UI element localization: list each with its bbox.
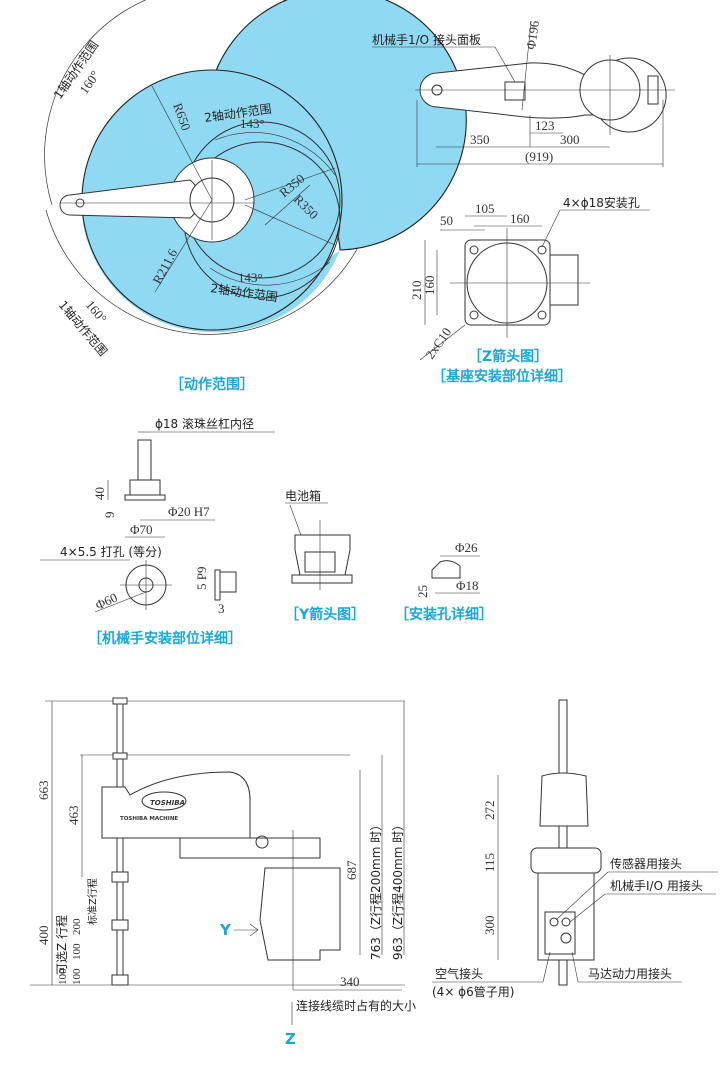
counterbore-label: Φ26	[455, 540, 478, 555]
cable-clearance-note: 连接线缆时占有的大小	[296, 998, 416, 1013]
dim-115: 115	[482, 853, 497, 872]
ball-screw	[116, 699, 124, 986]
caption-base-detail: ［基座安装部位详细］	[432, 368, 572, 385]
mount-holes-label: 4×ϕ18安装孔	[563, 195, 640, 210]
caption-hole-detail: ［安装孔详细］	[395, 606, 493, 623]
tapped-holes-label: 4×5.5 打孔 (等分)	[60, 545, 162, 559]
base-detail-drawing: 4×ϕ18安装孔 105 160 50 210 160 2xC10 ［Z箭头图］…	[409, 195, 650, 385]
dim-687: 687	[344, 860, 359, 880]
front-ball-screw	[558, 699, 568, 986]
ball-screw-label: ϕ18 滚珠丝杠内径	[155, 416, 254, 431]
dim-400: 400	[36, 926, 51, 946]
arm-side	[101, 771, 251, 839]
side-view-drawing: TOSHIBA TOSHIBA MACHINE 663 463 400 可选Z …	[30, 697, 416, 1048]
pcd-label: Φ60	[93, 590, 120, 613]
dim-123: 123	[535, 118, 555, 133]
caption-y-view: ［Y箭头图］	[285, 606, 365, 623]
io-panel-label: 机械手1/O 接头面板	[372, 32, 481, 47]
front-view-drawing: 272 115 300 传感器用接头 机械手I/O 用接头 空气接头 (4× ϕ…	[432, 699, 718, 999]
r211-line	[154, 199, 213, 293]
air-connector-label: 空气接头	[435, 966, 483, 981]
dim-300: 300	[482, 916, 497, 936]
battery-label: 电池箱	[285, 488, 321, 503]
dim-100-a: 100	[57, 968, 69, 985]
dim-272: 272	[482, 801, 497, 821]
sensor-connector-label: 传感器用接头	[610, 856, 682, 871]
hand-io-connector-label: 机械手I/O 用接头	[610, 878, 703, 893]
hole-detail-drawing: Φ26 Φ18 25 ［安装孔详细］	[395, 540, 493, 623]
logo-text: TOSHIBA	[150, 799, 185, 807]
dim-3: 3	[218, 601, 225, 616]
axis2-angle-bottom: 143°	[238, 270, 263, 285]
hole-dia-label: Φ18	[456, 578, 479, 593]
dim-763: 763（Z行程200mm 时）	[368, 819, 383, 960]
motor-connector-label: 马达动力用接头	[588, 966, 672, 981]
dim-300: 300	[560, 132, 580, 147]
dim-105: 105	[475, 201, 495, 216]
caption-motion-range: ［动作范围］	[170, 376, 254, 393]
axis2-angle-top: 143°	[240, 116, 265, 131]
dim-350: 350	[470, 132, 490, 147]
dim-200: 200	[71, 918, 83, 935]
standard-stroke-label: 标准Z行程	[86, 878, 99, 925]
y-view-drawing: 电池箱 ［Y箭头图］	[285, 488, 365, 623]
dim-100-c: 100	[71, 968, 83, 985]
dim-9: 9	[102, 512, 117, 519]
hole-depth-label: 25	[415, 585, 430, 598]
axis1-label-top: 1轴动作范围	[50, 38, 101, 102]
chamfer-label: 2xC10	[422, 325, 454, 362]
dim-50: 50	[440, 213, 453, 228]
dim-160-v: 160	[422, 276, 437, 296]
dim-663: 663	[36, 781, 51, 801]
base-side	[259, 867, 341, 961]
diameter-196: Φ196	[523, 19, 542, 50]
bore-label: Φ20 H7	[168, 504, 210, 519]
dim-40: 40	[92, 487, 107, 500]
r650-line	[151, 85, 213, 201]
dim-210: 210	[409, 281, 424, 301]
arrow-z-label: Z	[285, 1030, 296, 1048]
dim-963: 963（Z行程400mm 时）	[390, 819, 405, 960]
brand-text: TOSHIBA MACHINE	[120, 816, 178, 822]
dim-160-h: 160	[510, 211, 530, 226]
keyway-label: 5 P9	[194, 567, 209, 590]
caption-hand-detail: ［机械手安装部位详细］	[88, 630, 242, 647]
dim-340: 340	[340, 974, 360, 989]
top-view-drawing: 机械手1/O 接头面板 Φ196 123 350 300 (919)	[372, 19, 675, 167]
flange-dia-label: Φ70	[130, 522, 153, 537]
air-connector-spec: (4× ϕ6管子用)	[432, 984, 514, 999]
caption-z-view: ［Z箭头图］	[468, 348, 548, 365]
motion-range-diagram: 1轴动作范围 160° 2轴动作范围 143° R650 R211.6 R350…	[44, 0, 467, 393]
hand-detail-drawing: ϕ18 滚珠丝杠内径 40 9 Φ20 H7 Φ70 4×5.5 打孔 (等分)…	[40, 416, 275, 647]
dim-919: (919)	[525, 149, 553, 164]
optional-stroke-label: 可选Z 行程	[54, 915, 69, 975]
arrow-y-label: Y	[219, 921, 232, 939]
dim-100-b: 100	[71, 943, 83, 960]
dim-463: 463	[66, 806, 81, 826]
